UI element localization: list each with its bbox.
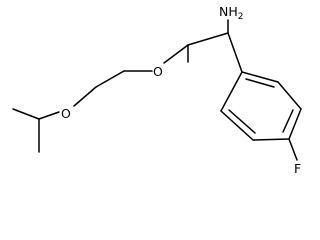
bond-ring-f bbox=[288, 138, 298, 161]
bond-ch2-o bbox=[73, 86, 97, 107]
ring-bond-2 bbox=[277, 81, 302, 110]
structure-diagram: NH2 O O F bbox=[12, 4, 302, 176]
atom-labels: NH2 O O F bbox=[61, 4, 301, 176]
bond-ch2-ch2 bbox=[95, 70, 125, 88]
ring-double-bond-3 bbox=[228, 109, 256, 134]
bond-o-ch bbox=[38, 111, 60, 120]
bond-c-ring bbox=[227, 32, 243, 73]
fluorine-label: F bbox=[294, 161, 301, 176]
oxygen-label-lower: O bbox=[61, 106, 71, 121]
ring-bond-1 bbox=[241, 71, 279, 83]
amine-label: NH2 bbox=[219, 4, 243, 22]
bond-ch-chamine bbox=[187, 32, 229, 46]
ring-bond-4 bbox=[252, 138, 290, 141]
benzene-ring bbox=[220, 71, 302, 161]
ring-bond-6 bbox=[220, 71, 243, 112]
ring-bond-5 bbox=[220, 110, 254, 141]
bond-isopropyl-methyl-1 bbox=[12, 108, 40, 120]
ring-bond-3 bbox=[288, 108, 302, 140]
bond-ch-o bbox=[163, 44, 189, 64]
ring-double-bond-2 bbox=[282, 109, 294, 133]
bonds bbox=[12, 19, 243, 153]
ring-double-bond-1 bbox=[245, 78, 275, 88]
oxygen-label-upper: O bbox=[153, 64, 163, 79]
